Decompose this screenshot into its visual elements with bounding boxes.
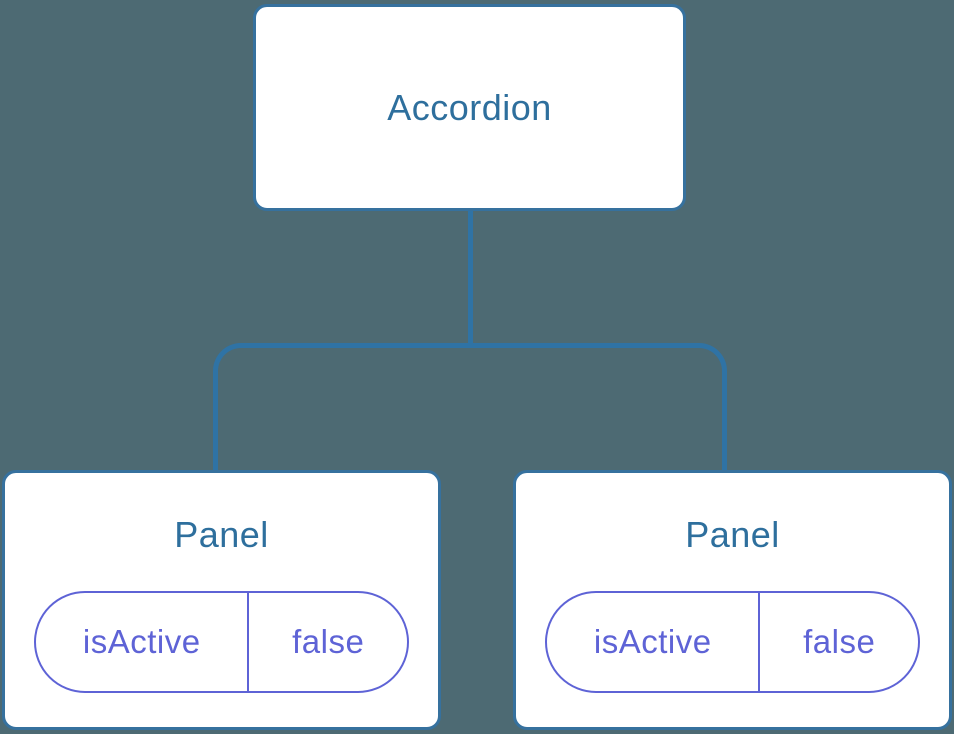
panel-node-right: Panel isActive false	[513, 470, 952, 730]
panel-node-label: Panel	[174, 514, 269, 555]
panel-node-left: Panel isActive false	[2, 470, 441, 730]
accordion-node: Accordion	[253, 4, 686, 211]
accordion-node-label: Accordion	[387, 86, 552, 128]
state-key-label: isActive	[36, 593, 250, 691]
state-value-label: false	[292, 623, 365, 660]
state-pill: isActive false	[34, 591, 409, 693]
state-pill: isActive false	[545, 591, 920, 693]
connector-bracket	[213, 343, 727, 470]
panel-node-label: Panel	[685, 514, 780, 555]
connector-stem	[468, 211, 473, 347]
state-value-label: false	[803, 623, 876, 660]
state-key-label: isActive	[547, 593, 761, 691]
